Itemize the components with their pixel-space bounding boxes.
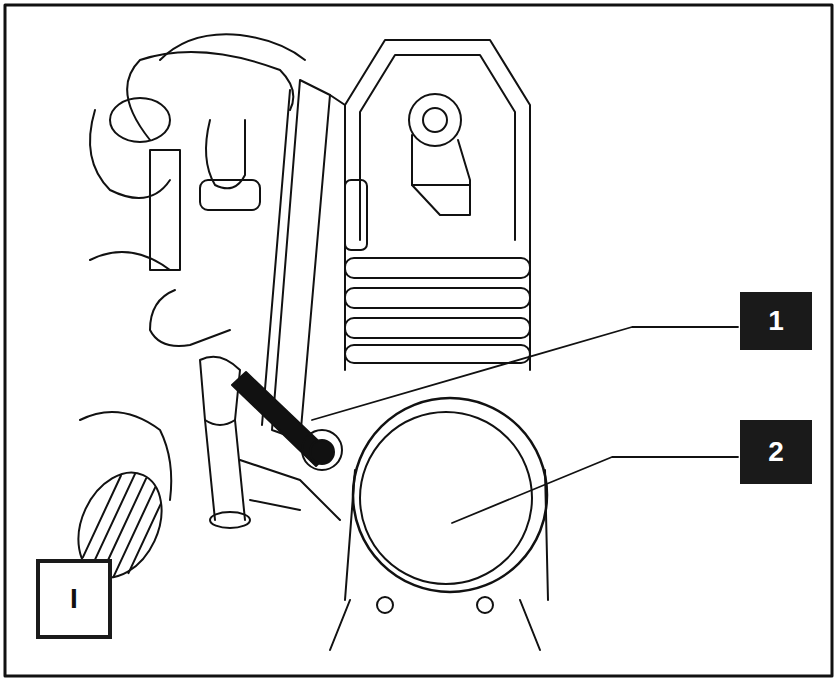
fuel-line bbox=[206, 120, 245, 188]
callout-box: 1 bbox=[740, 292, 812, 350]
housing-plate bbox=[272, 80, 330, 440]
callout-number: 1 bbox=[768, 307, 784, 335]
leader-line bbox=[452, 457, 738, 523]
cylinder-head bbox=[345, 40, 530, 250]
callout-number: 2 bbox=[768, 438, 784, 466]
frame bbox=[5, 5, 832, 676]
cooling-fin bbox=[345, 258, 530, 278]
callout-box: 2 bbox=[740, 420, 812, 484]
spark-plug bbox=[409, 94, 461, 146]
callout-box: I bbox=[36, 559, 112, 639]
leader-line bbox=[312, 327, 738, 420]
callout-number: I bbox=[70, 585, 78, 613]
